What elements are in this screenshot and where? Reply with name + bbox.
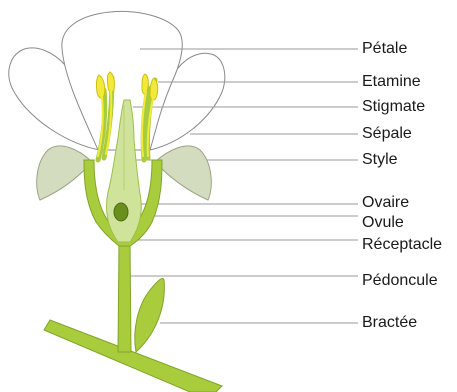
- label-petale: Pétale: [362, 40, 407, 58]
- label-bractee: Bractée: [362, 314, 417, 332]
- label-receptacle: Réceptacle: [362, 236, 442, 254]
- sepal-left: [37, 146, 92, 200]
- label-etamine: Etamine: [362, 73, 421, 91]
- sepal-right: [155, 146, 211, 200]
- label-ovaire: Ovaire: [362, 194, 409, 212]
- label-pedoncule: Pédoncule: [362, 272, 438, 290]
- label-stigmate: Stigmate: [362, 98, 425, 116]
- branch: [44, 320, 222, 392]
- ovule: [114, 203, 128, 221]
- peduncle: [118, 242, 131, 352]
- petals: [9, 11, 225, 150]
- label-sepale: Sépale: [362, 125, 412, 143]
- label-ovule: Ovule: [362, 214, 404, 232]
- anther-right: [150, 78, 158, 100]
- anther-mid-right: [142, 74, 148, 94]
- bract: [135, 278, 165, 352]
- label-style: Style: [362, 151, 398, 169]
